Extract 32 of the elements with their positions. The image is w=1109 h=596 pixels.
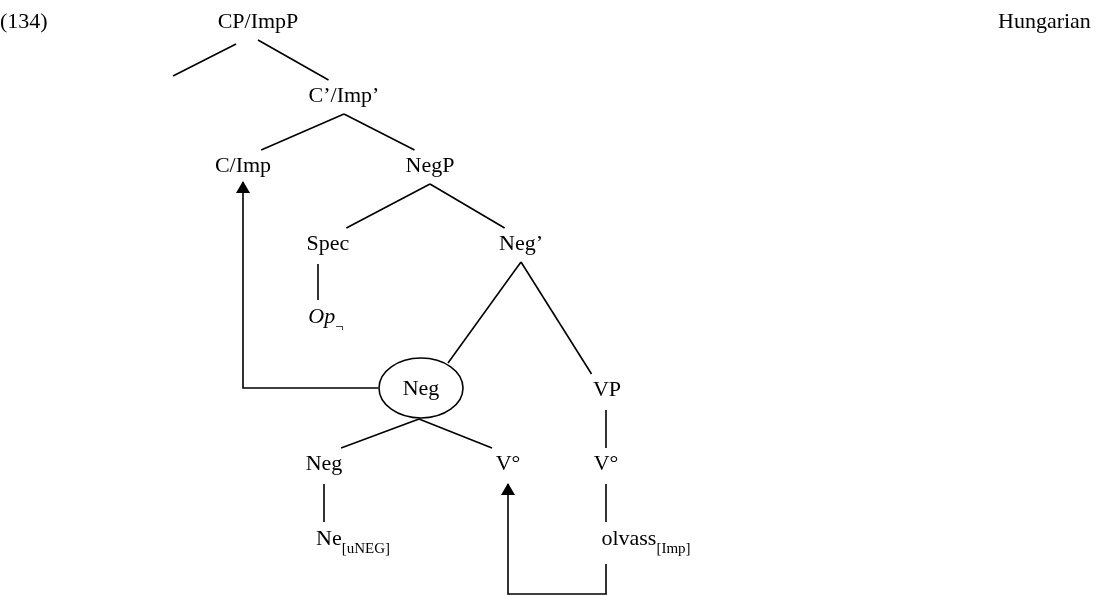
tree-branch xyxy=(447,261,522,364)
tree-node-label: Spec xyxy=(294,226,362,260)
example-number: (134) xyxy=(0,7,48,35)
tree-node-label: V° xyxy=(584,446,628,480)
tree-branch xyxy=(418,418,493,449)
tree-branch xyxy=(429,183,506,229)
tree-node-label: NegP xyxy=(391,148,469,182)
circled-node: Neg xyxy=(378,357,464,419)
tree-node-label: C’/Imp’ xyxy=(293,78,395,112)
tree-node-label: olvass$_{[Imp]}$ xyxy=(584,520,708,556)
tree-node-label: Neg xyxy=(294,446,354,480)
tree-branch xyxy=(257,39,330,81)
language-label: Hungarian xyxy=(998,7,1091,35)
tree-node-label: VP xyxy=(584,372,630,406)
tree-branch xyxy=(323,483,325,523)
movement-arrow xyxy=(236,181,379,389)
tree-branch xyxy=(605,409,607,449)
tree-node-label: CP/ImpP xyxy=(200,4,316,38)
tree-branch xyxy=(345,183,431,229)
tree-node-label: Neg’ xyxy=(486,226,556,260)
movement-arrow xyxy=(501,483,607,595)
tree-branch xyxy=(520,261,593,375)
tree-branch xyxy=(172,43,237,77)
tree-branch xyxy=(317,263,319,301)
tree-node-label: C/Imp xyxy=(198,148,288,182)
tree-branch xyxy=(260,113,345,151)
tree-node-label: Op$_{¬}$ xyxy=(296,298,356,334)
tree-branch xyxy=(605,483,607,523)
tree-branch xyxy=(343,113,416,151)
tree-node-label: Ne$_{[uNEG]}$ xyxy=(294,520,412,556)
tree-node-label: V° xyxy=(486,446,530,480)
tree-branch xyxy=(340,418,420,449)
